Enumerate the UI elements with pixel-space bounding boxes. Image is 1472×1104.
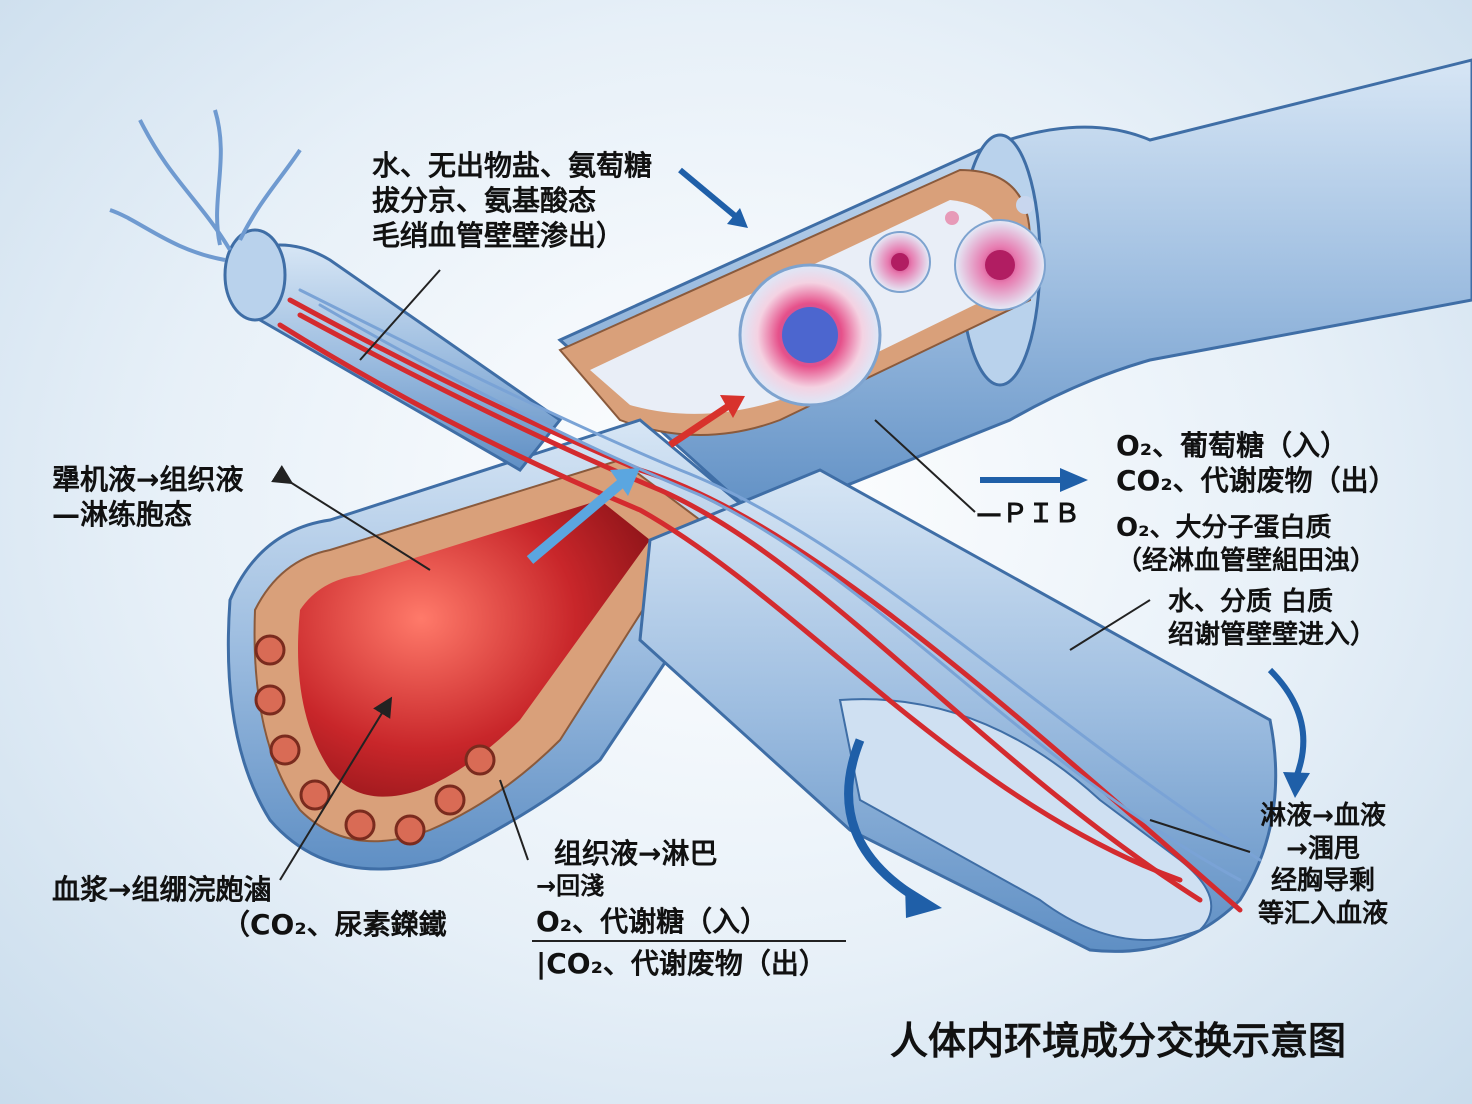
blood-cells bbox=[738, 196, 1046, 407]
label-line: —淋练胞态 bbox=[52, 498, 193, 531]
label-line: （经淋血管壁組田浊） bbox=[1116, 545, 1377, 576]
fraction-divider bbox=[532, 940, 846, 942]
label-tissue-to-lymph: 组织液→淋巴 →回淺 bbox=[536, 836, 717, 901]
label-protein-right: O₂、大分子蛋白质 （经淋血管壁組田浊） bbox=[1116, 512, 1376, 577]
label-line: 等汇入血液 bbox=[1258, 898, 1389, 929]
label-line: |CO₂、代谢废物（出） bbox=[536, 947, 827, 980]
page-title: 人体内环境成分交换示意图 bbox=[890, 1019, 1347, 1063]
blue-fibers bbox=[298, 288, 1262, 882]
blood-vessel-cross-section bbox=[226, 418, 762, 871]
label-line: O₂、代谢糖（入） bbox=[536, 905, 769, 938]
label-out-bottom: |CO₂、代谢废物（出） bbox=[536, 946, 827, 981]
capillary-branch bbox=[109, 109, 563, 472]
label-plasma-bottom-left: 血浆→组绷浣皰滷 （CO₂、尿素鑅鐵 bbox=[52, 872, 447, 942]
label-line: →涠甩 bbox=[1286, 833, 1360, 864]
vessel-wall-cells bbox=[254, 634, 496, 846]
label-exchange-right: O₂、葡萄糖（入） CO₂、代谢废物（出） bbox=[1116, 428, 1397, 498]
leader-lines bbox=[271, 269, 1251, 881]
label-line: 经胸导剩 bbox=[1271, 866, 1376, 896]
label-filtration-top-left: 水、无出物盐、氨萄糖 拔分京、氨基酸态 毛绡血管壁壁渗出） bbox=[372, 148, 652, 253]
label-line: 水、分质 白质 bbox=[1168, 587, 1334, 617]
label-water-right: 水、分质 白质 绍谢管壁壁进入） bbox=[1168, 586, 1376, 651]
flow-arrows bbox=[526, 167, 1310, 918]
label-in-bottom: O₂、代谢糖（入） bbox=[536, 904, 768, 939]
label-line: 淋液→血液 bbox=[1260, 801, 1386, 831]
label-line: 血浆→组绷浣皰滷 bbox=[52, 873, 272, 906]
label-line: 毛绡血管壁壁渗出） bbox=[372, 219, 625, 252]
label-line: 绍谢管壁壁进入） bbox=[1168, 619, 1377, 650]
label-line: →回淺 bbox=[536, 872, 605, 900]
label-line: 犟机液→组织液 bbox=[52, 463, 244, 496]
label-lymph-to-blood: 淋液→血液 →涠甩 经胸导剩 等汇入血液 bbox=[1258, 800, 1388, 930]
label-line: 组织液→淋巴 bbox=[554, 837, 718, 870]
label-line: CO₂、代谢废物（出） bbox=[1116, 464, 1397, 497]
label-line: O₂、大分子蛋白质 bbox=[1116, 513, 1332, 543]
label-line: 水、无出物盐、氨萄糖 bbox=[372, 149, 653, 182]
label-line: —ＰＩＢ bbox=[976, 499, 1081, 529]
label-line: O₂、葡萄糖（入） bbox=[1116, 429, 1349, 462]
label-small-mark: —ＰＩＢ bbox=[976, 498, 1080, 531]
label-lymph-left: 犟机液→组织液 —淋练胞态 bbox=[52, 462, 243, 532]
label-line: 拔分京、氨基酸态 bbox=[372, 184, 597, 217]
label-line: （CO₂、尿素鑅鐵 bbox=[222, 908, 447, 941]
